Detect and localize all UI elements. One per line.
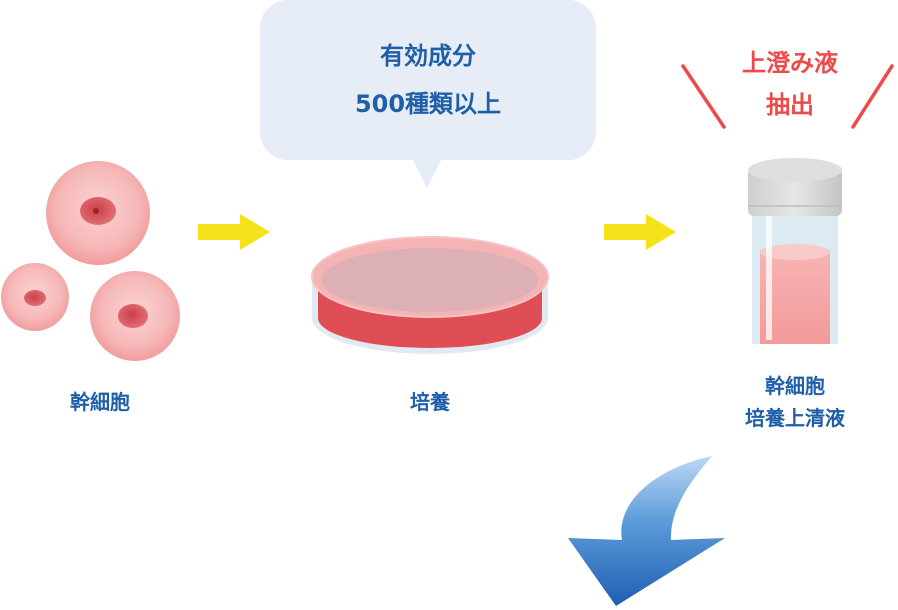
label-stem-cells: 幹細胞	[70, 390, 130, 414]
bubble-line-2: 500種類以上	[354, 90, 502, 118]
stem-cells-illustration	[1, 161, 180, 361]
vial-illustration	[748, 158, 842, 344]
label-supernatant-line-1: 幹細胞	[765, 374, 825, 398]
stem-cell-small-nucleus	[24, 290, 46, 306]
bubble-line-1: 有効成分	[380, 42, 476, 70]
stem-cell-medium-nucleus	[118, 304, 148, 328]
speech-bubble	[260, 0, 596, 188]
yellow-arrow-right-1	[198, 214, 270, 250]
emphasis-lines	[681, 64, 894, 129]
curved-down-arrow	[568, 456, 725, 606]
extract-line-2: 抽出	[766, 91, 814, 119]
label-culture: 培養	[410, 390, 450, 414]
yellow-arrow-right-2	[604, 214, 676, 250]
extract-line-1: 上澄み液	[742, 49, 838, 77]
label-supernatant-line-2: 培養上清液	[745, 406, 845, 430]
petri-dish-illustration	[311, 236, 549, 354]
